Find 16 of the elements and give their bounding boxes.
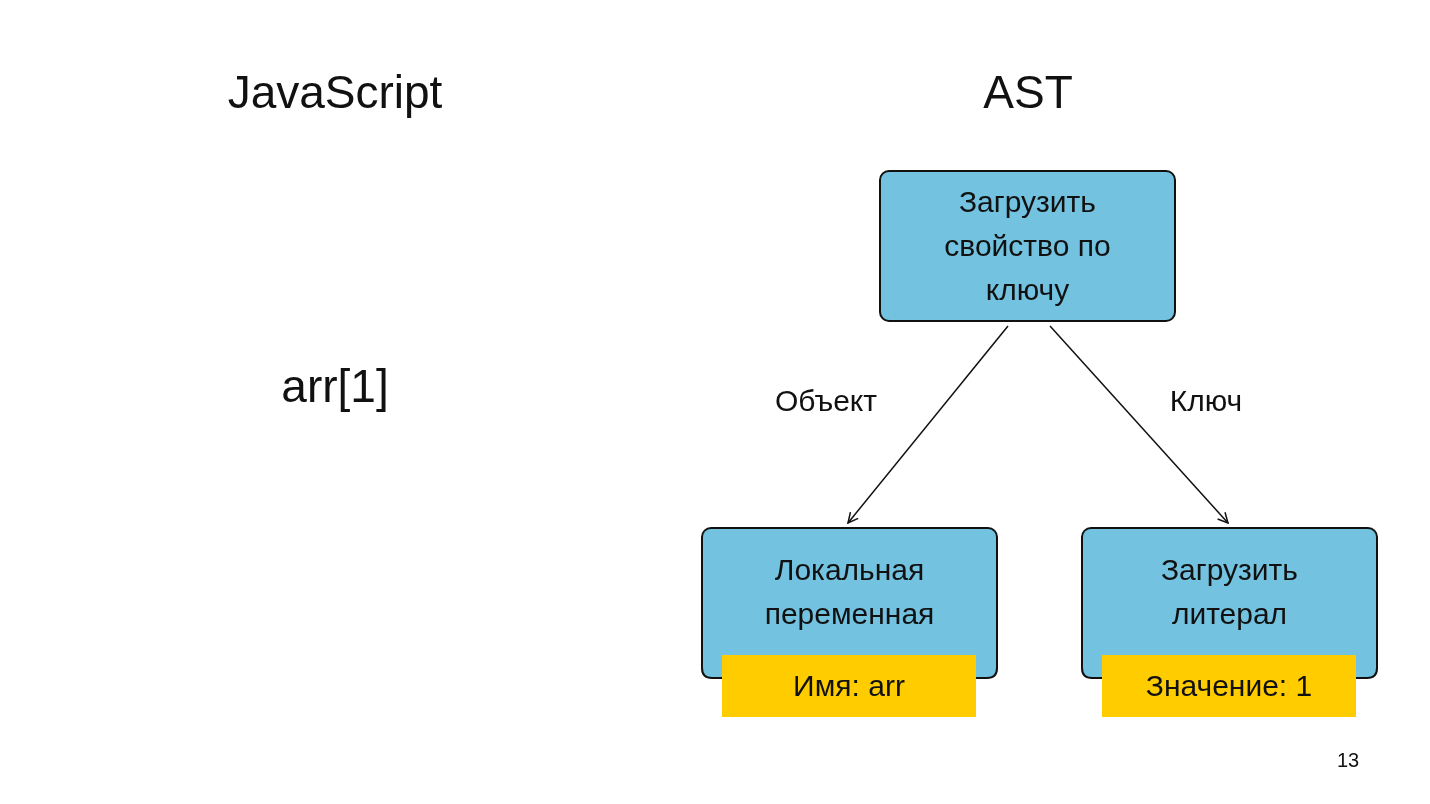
process-box	[701, 527, 998, 655]
page-number: 13	[1336, 748, 1360, 772]
process-box	[879, 170, 1176, 322]
arrow	[1049, 325, 1229, 524]
code-text: arr[1]	[281, 359, 389, 413]
heading: JavaScript	[227, 65, 443, 119]
arrow	[847, 325, 1009, 524]
node-text: Загрузить свойство по ключу	[943, 184, 1112, 308]
node-text: Локальная переменная	[763, 552, 936, 632]
value-tag	[722, 655, 976, 717]
heading: AST	[983, 65, 1073, 119]
node-text: Значение: 1	[1145, 668, 1313, 704]
node-text: Загрузить литерал	[1160, 552, 1299, 632]
node-text: Имя: arr	[793, 668, 905, 704]
value-tag	[1102, 655, 1356, 717]
process-box	[1081, 527, 1378, 655]
